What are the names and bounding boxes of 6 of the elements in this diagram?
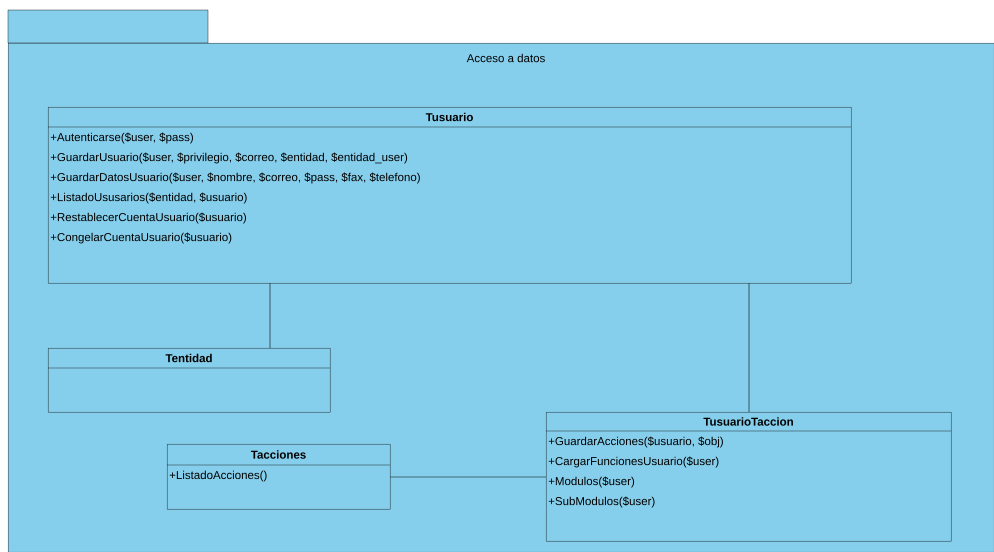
class-box: TusuarioTaccion +GuardarAcciones($usuario, $obj) +CargarFuncionesUsuario($user) +Modulos($user) +SubModulos($user): [546, 412, 952, 542]
class-box: Tacciones +ListadoAcciones(): [166, 444, 390, 510]
association-line: [748, 283, 750, 412]
association-line: [390, 476, 546, 478]
class-box: Tentidad: [48, 348, 330, 412]
class-box: Tusuario +Autenticarse($user, $pass) +GuardarUsuario($user, $privilegio, $correo, $entidad, $entidad_user) +GuardarDatosUsuario($user, $nombre, $correo, $pass, $fax, $telefono) +ListadoUsusarios($entidad, $usuario) +RestablecerCuentaUsuario($usuario) +CongelarCuentaUsuario($usuario): [48, 107, 852, 284]
